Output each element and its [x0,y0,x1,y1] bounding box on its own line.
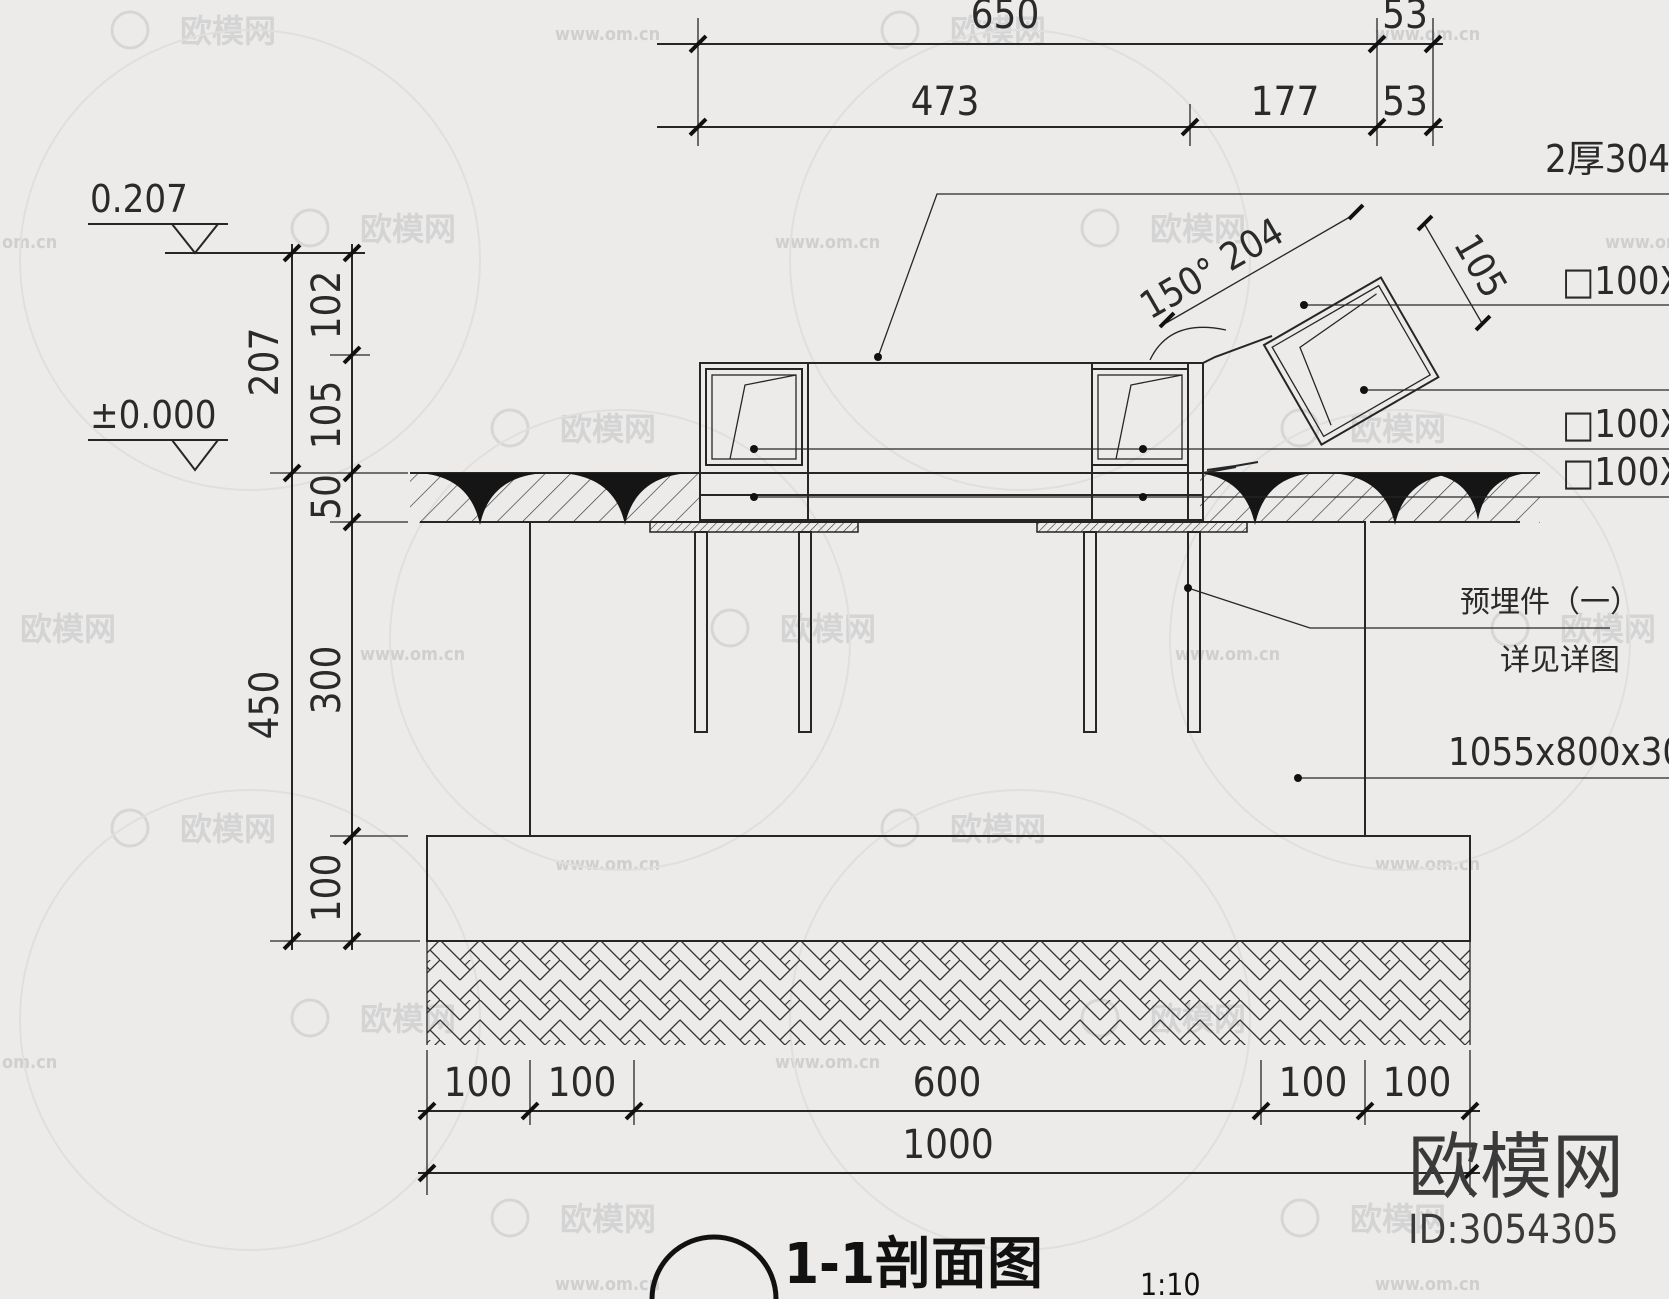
elevation-ground: ±0.000 [88,393,228,472]
dim-300: 300 [304,646,350,715]
brand-block: 欧模网 ID:3054305 [1408,1125,1624,1253]
dim-bottom-1000: 1000 [902,1122,994,1168]
dim-105: 105 [304,381,350,450]
concrete-base-slab [426,835,1471,942]
compacted-soil [426,941,1471,1045]
brand-id: ID:3054305 [1408,1207,1619,1253]
callout-tube-1: □100X1 [1562,259,1669,303]
watermark-ring [19,29,481,491]
concrete-footing [529,521,1366,837]
watermark-logo-icon [1280,1198,1320,1238]
dim-bottom-600: 600 [913,1060,982,1106]
top-dimensions: 650 53 473 177 53 [657,0,1443,146]
left-dimensions: 207 450 102 105 50 300 100 [242,243,420,951]
callout-tube-2: □100X1 [1562,402,1669,446]
watermark-url-short: om.cn [2,232,57,253]
dim-105-bench: 105 [1445,227,1516,306]
dim-473: 473 [911,79,980,125]
bench-frame [699,276,1440,522]
embedded-plates [649,521,1248,733]
watermark-logo-icon [710,608,750,648]
watermark-logo-icon [1280,408,1320,448]
watermark-brand: 欧模网 [180,810,276,848]
callout-plate: 2厚304# [1545,137,1669,181]
watermark-brand: 欧模网 [950,810,1046,848]
watermark-brand: 欧模网 [1350,1200,1446,1238]
dim-650: 650 [971,0,1040,38]
watermark-logo-icon [110,10,150,50]
leaders [750,193,1669,782]
bottom-dimensions: 100 100 600 100 100 1000 [417,1050,1480,1195]
watermark-logo-icon [880,808,920,848]
watermark-url: www.om.cn [360,644,465,665]
watermark-url: www.om.cn [1375,24,1480,45]
watermark-brand: 欧模网 [360,210,456,248]
watermark-ring [389,409,851,871]
watermark-ring [789,29,1251,491]
watermark-logo-icon [290,998,330,1038]
watermark-brand: 欧模网 [780,610,876,648]
ground-surface [410,472,1540,525]
watermark-url: www.om.cn [775,1052,880,1073]
elevation-top: 0.207 [88,177,365,255]
watermark-brand: 欧模网 [560,1200,656,1238]
brand-logo-text: 欧模网 [1408,1125,1624,1209]
watermark-url: www.om.cn [1375,854,1480,875]
watermark-brand: 欧模网 [560,410,656,448]
dim-102: 102 [304,271,350,340]
watermark-brand: 欧模网 [1150,210,1246,248]
dim-207: 207 [242,328,288,397]
title-text: 1-1剖面图 [784,1232,1043,1297]
dim-bottom-100-c: 100 [1279,1060,1348,1106]
watermark-brand: 欧模网 [1350,410,1446,448]
dim-bottom-100-d: 100 [1383,1060,1452,1106]
watermark-url: www.om.cn [1605,232,1669,253]
watermark-brand: 欧模网 [1560,610,1656,648]
dim-bottom-100-b: 100 [548,1060,617,1106]
dim-50: 50 [304,474,350,520]
watermark-brand: 欧模网 [20,610,116,648]
watermark-url: www.om.cn [1375,1274,1480,1295]
watermark-logo-icon [110,808,150,848]
watermark-url-short: om.cn [2,1052,57,1073]
watermark-logo-icon [880,10,920,50]
dim-177: 177 [1251,79,1320,125]
callout-tube-3: □100X1 [1562,450,1669,494]
dim-100-left: 100 [304,854,350,923]
dim-53-b: 53 [1382,79,1428,125]
watermark-logo-icon [290,208,330,248]
drawing-title: 1-1剖面图 1:10 [649,1232,1201,1299]
callout-footing: 1055x800x30 [1448,730,1669,774]
callout-labels: 2厚304# □100X1 □100X1 □100X1 预埋件（一） 详见详图 … [1448,137,1669,774]
dim-450: 450 [242,671,288,740]
dim-53-a: 53 [1382,0,1428,38]
watermark-logo-icon [490,408,530,448]
watermark-url: www.om.cn [555,24,660,45]
elevation-top-label: 0.207 [90,177,188,221]
watermark-logo-icon [1080,208,1120,248]
watermark-ring [1169,409,1631,871]
watermark-url: www.om.cn [775,232,880,253]
scale-text: 1:10 [1140,1268,1201,1299]
elevation-ground-label: ±0.000 [90,393,217,437]
watermark-url: www.om.cn [1175,644,1280,665]
callout-embed-1: 预埋件（一） [1460,585,1640,620]
dim-bottom-100-a: 100 [444,1060,513,1106]
watermark-url: www.om.cn [555,1274,660,1295]
watermark-logo-icon [490,1198,530,1238]
callout-embed-2: 详见详图 [1500,643,1620,678]
